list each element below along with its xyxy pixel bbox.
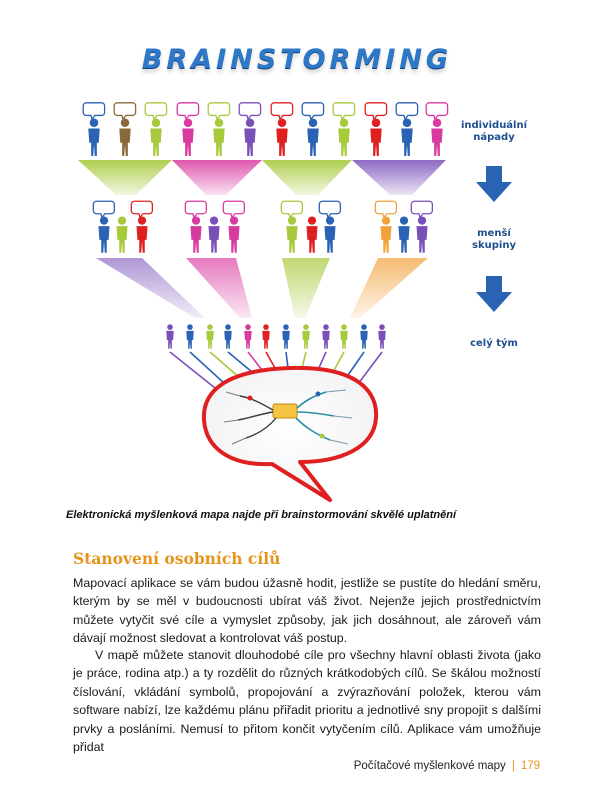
group-person bbox=[398, 216, 410, 253]
label-groups-line2: skupiny bbox=[472, 240, 516, 251]
thought-bubble-icon bbox=[318, 200, 342, 219]
mind-map-speech-bubble bbox=[201, 365, 379, 502]
footer-book-title: Počítačové myšlenkové mapy bbox=[353, 760, 506, 772]
individual-person bbox=[176, 102, 200, 156]
group-person bbox=[280, 200, 304, 253]
team-person bbox=[340, 324, 348, 349]
individual-people bbox=[82, 102, 449, 156]
thought-bubble-icon bbox=[113, 102, 137, 121]
team-person bbox=[322, 324, 330, 349]
team-person bbox=[282, 324, 290, 349]
thought-bubble-icon bbox=[270, 102, 294, 121]
funnel-2 bbox=[172, 160, 262, 195]
group-person bbox=[410, 200, 434, 253]
team-person bbox=[206, 324, 214, 349]
team-person bbox=[378, 324, 386, 349]
group-person bbox=[184, 200, 208, 253]
down-arrow-1 bbox=[476, 166, 512, 202]
funnel-4 bbox=[352, 160, 446, 195]
thought-bubble-icon bbox=[364, 102, 388, 121]
individual-person bbox=[395, 102, 419, 156]
page-footer: Počítačové myšlenkové mapy | 179 bbox=[354, 760, 540, 772]
group-person bbox=[130, 200, 154, 253]
figure-title: BRAINSTORMING bbox=[141, 44, 453, 75]
team-person bbox=[224, 324, 232, 349]
group-person bbox=[116, 216, 128, 253]
label-whole-team: celý tým bbox=[470, 338, 518, 349]
thought-bubble-icon bbox=[425, 102, 449, 121]
thought-bubble-icon bbox=[207, 102, 231, 121]
thought-bubble-icon bbox=[332, 102, 356, 121]
group-person bbox=[222, 200, 246, 253]
group-person bbox=[306, 216, 318, 253]
team-person bbox=[244, 324, 252, 349]
brainstorming-diagram bbox=[78, 102, 512, 502]
individual-person bbox=[207, 102, 231, 156]
thought-bubble-icon bbox=[144, 102, 168, 121]
team-person bbox=[186, 324, 194, 349]
thought-bubble-icon bbox=[222, 200, 246, 219]
group-person bbox=[208, 216, 220, 253]
paragraph-1: Mapovací aplikace se vám budou úžasně ho… bbox=[73, 576, 541, 646]
brainstorming-figure: BRAINSTORMING individuální nápady menší … bbox=[78, 44, 536, 502]
label-individual-line2: nápady bbox=[473, 132, 515, 143]
individual-person bbox=[364, 102, 388, 156]
team-person bbox=[302, 324, 310, 349]
group-person bbox=[318, 200, 342, 253]
page-number: 179 bbox=[520, 760, 540, 772]
figure-caption: Elektronická myšlenková mapa najde při b… bbox=[66, 509, 457, 521]
team-people bbox=[166, 324, 386, 349]
group-people bbox=[92, 200, 434, 253]
group-person bbox=[374, 200, 398, 253]
individual-person bbox=[332, 102, 356, 156]
label-groups-line1: menší bbox=[477, 228, 511, 239]
thought-bubble-icon bbox=[410, 200, 434, 219]
group-person bbox=[92, 200, 116, 253]
funnel-3 bbox=[262, 160, 352, 195]
footer-separator: | bbox=[511, 760, 515, 772]
label-individual-ideas: individuální nápady bbox=[452, 120, 536, 144]
top-funnels bbox=[78, 160, 446, 195]
team-person bbox=[360, 324, 368, 349]
individual-person bbox=[82, 102, 106, 156]
team-person bbox=[262, 324, 270, 349]
individual-person bbox=[301, 102, 325, 156]
thought-bubble-icon bbox=[238, 102, 262, 121]
paragraph-2: V mapě můžete stanovit dlouhodobé cíle p… bbox=[73, 648, 541, 755]
individual-person bbox=[270, 102, 294, 156]
individual-person bbox=[238, 102, 262, 156]
thought-bubble-icon bbox=[395, 102, 419, 121]
thought-bubble-icon bbox=[184, 200, 208, 219]
thought-bubble-icon bbox=[301, 102, 325, 121]
thought-bubble-icon bbox=[82, 102, 106, 121]
label-individual-line1: individuální bbox=[460, 120, 528, 131]
mind-map-graphic bbox=[223, 389, 353, 445]
thought-bubble-icon bbox=[280, 200, 304, 219]
thought-bubble-icon bbox=[130, 200, 154, 219]
individual-person bbox=[144, 102, 168, 156]
individual-person bbox=[113, 102, 137, 156]
down-arrow-2 bbox=[476, 276, 512, 312]
individual-person bbox=[425, 102, 449, 156]
group-beams bbox=[96, 258, 428, 318]
thought-bubble-icon bbox=[92, 200, 116, 219]
thought-bubble-icon bbox=[176, 102, 200, 121]
team-person bbox=[166, 324, 174, 349]
section-heading: Stanovení osobních cílů bbox=[73, 549, 281, 568]
thought-bubble-icon bbox=[374, 200, 398, 219]
label-smaller-groups: menší skupiny bbox=[452, 228, 536, 252]
funnel-1 bbox=[78, 160, 172, 195]
